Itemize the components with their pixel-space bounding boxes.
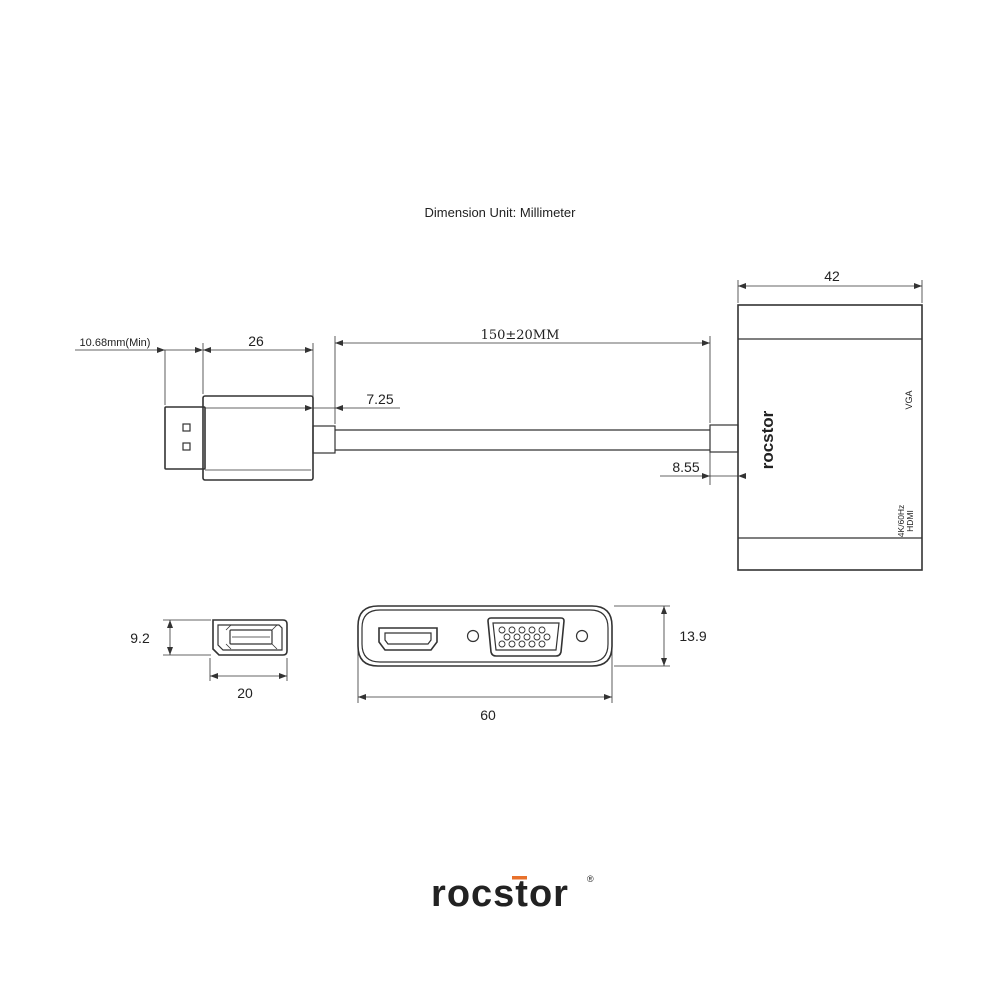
dim-cable-label: 150±20MM <box>481 328 560 343</box>
hub-hdmi-label: HDMI <box>905 510 915 532</box>
brand-logo-accent <box>512 876 527 880</box>
hdmi-port-icon <box>378 627 438 651</box>
dim-hub-length-label: 42 <box>824 268 840 284</box>
vga-port-icon <box>487 617 565 657</box>
dim-plug-body-label: 26 <box>248 333 264 349</box>
dim-hub-height-label: 13.9 <box>679 628 706 644</box>
dim-plug-collar: 7.25 <box>305 391 400 411</box>
dim-plug-collar-label: 7.25 <box>366 391 393 407</box>
dimension-unit-title: Dimension Unit: Millimeter <box>425 205 577 220</box>
dim-dp-width: 20 <box>209 658 288 701</box>
dim-plug-min-label: 10.68mm(Min) <box>80 337 151 349</box>
displayport-port-icon <box>212 619 288 656</box>
dim-cable: 150±20MM <box>334 328 711 424</box>
hub-body: rocstor VGA 4K/60Hz HDMI <box>737 304 923 571</box>
hub-logo: rocstor <box>758 410 777 469</box>
displayport-plug-icon <box>164 395 336 481</box>
brand-logo-text: rocstor <box>431 873 569 915</box>
screw-hole-left <box>466 629 480 643</box>
hub-hdmi-spec-label: 4K/60Hz <box>896 505 906 538</box>
dim-plug-min: 10.68mm(Min) <box>75 337 203 405</box>
dim-hub-length: 42 <box>737 268 923 303</box>
screw-hole-right <box>575 629 589 643</box>
hub-end-view <box>357 605 613 667</box>
dim-plug-body: 26 <box>202 333 314 424</box>
dim-hub-height: 13.9 <box>614 605 707 667</box>
brand-registered-mark: ® <box>587 874 594 884</box>
hub-vga-label: VGA <box>904 390 914 409</box>
brand-logo: rocstor ® <box>431 873 594 915</box>
dim-hub-collar-label: 8.55 <box>672 459 699 475</box>
dim-dp-width-label: 20 <box>237 685 253 701</box>
dim-dp-height-label: 9.2 <box>130 630 150 646</box>
dim-hub-width: 60 <box>357 646 613 723</box>
dim-dp-height: 9.2 <box>130 619 211 656</box>
dim-hub-collar: 8.55 <box>660 452 746 485</box>
dim-hub-width-label: 60 <box>480 707 496 723</box>
cable <box>335 424 739 453</box>
